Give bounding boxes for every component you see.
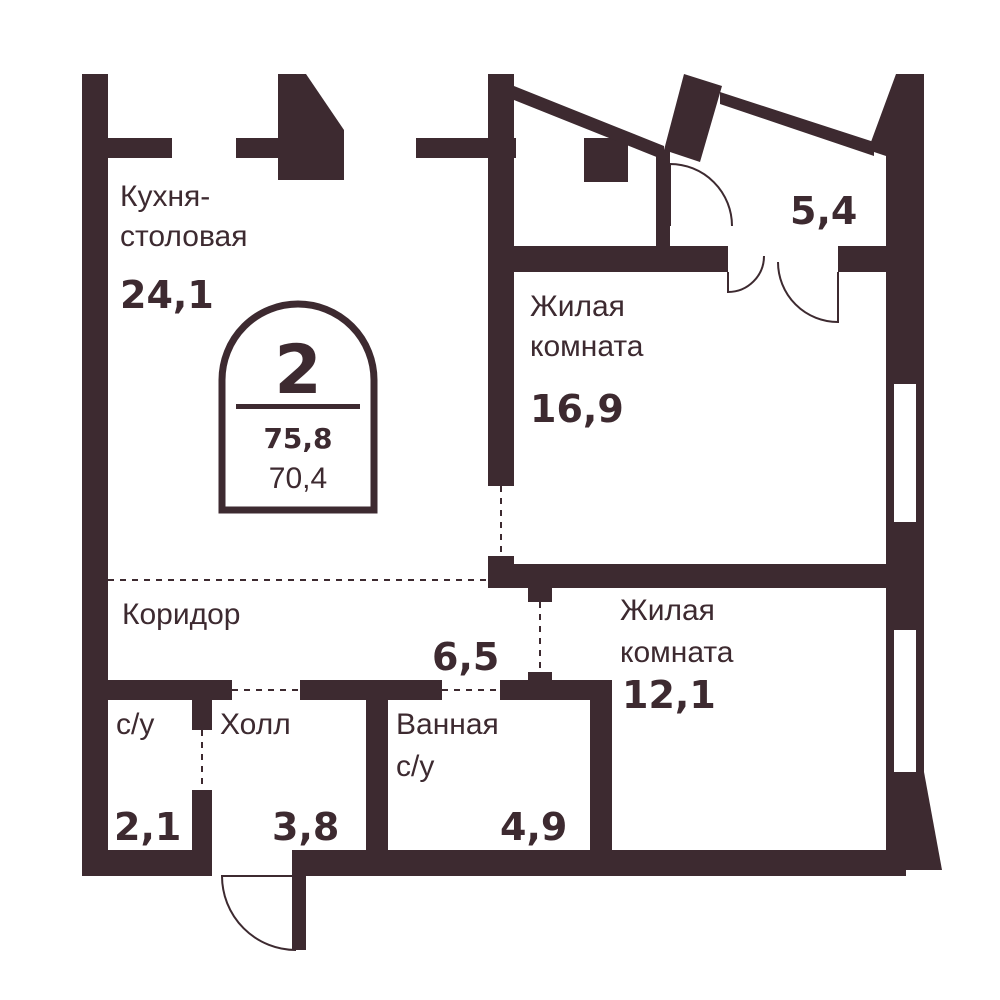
corridor-name: Коридор [122, 598, 240, 631]
bathroom-area: 4,9 [500, 805, 567, 849]
door-living1-right-arc [777, 261, 839, 324]
badge-frame [218, 300, 378, 514]
badge-rooms-count: 2 [274, 331, 321, 410]
room-labels: Кухня- столовая 24,1 5,4 Жилая комната 1… [114, 180, 857, 849]
balcony-area: 5,4 [790, 189, 857, 233]
bathroom-name-line1: Ванная [396, 708, 499, 741]
wall-right-window1 [886, 384, 894, 522]
wall-living1-living2-long [488, 564, 896, 588]
badge-total-area: 75,8 [263, 422, 332, 455]
wall-right-bottom [886, 772, 942, 870]
living1-name-line1: Жилая [530, 290, 625, 323]
living1-name-line2: комната [530, 330, 644, 363]
dashed-separators [108, 486, 541, 790]
badge-divider [236, 404, 360, 409]
wall-loggia-divider [656, 150, 670, 270]
wall-slant-right [720, 92, 874, 156]
wall-hall-bath [366, 680, 388, 876]
wall-corridor-stub [528, 672, 552, 692]
wc-area: 2,1 [114, 805, 181, 849]
kitchen-name-line2: столовая [120, 220, 248, 253]
apartment-badge: 2 75,8 70,4 [218, 300, 378, 514]
door-living1-left-arc [727, 255, 765, 294]
living2-area: 12,1 [622, 673, 716, 717]
walls [82, 74, 942, 950]
wc-name: с/у [116, 708, 154, 741]
wall-door-jamb [292, 850, 306, 950]
wall-left-outer [82, 74, 108, 876]
wall-right-top [868, 74, 924, 384]
wall-bath-living2 [590, 680, 612, 876]
doors [220, 162, 839, 951]
wall-wc-hall-top [192, 680, 212, 730]
hall-area: 3,8 [272, 805, 339, 849]
wall-living2-stub [528, 580, 552, 602]
wall-bottom-right [302, 850, 906, 876]
wall-kitchen-living1 [488, 74, 514, 486]
wall-loggia-bottom-left [488, 246, 728, 272]
kitchen-name-line1: Кухня- [120, 180, 210, 213]
living1-area: 16,9 [530, 387, 624, 431]
wall-right-window2-b [916, 630, 924, 772]
living2-name-line1: Жилая [620, 594, 715, 627]
hall-name: Холл [220, 708, 291, 741]
wall-bottom-left [82, 850, 212, 876]
corridor-area: 6,5 [432, 635, 499, 679]
door-balcony-arc [669, 162, 733, 227]
badge-living-area: 70,4 [269, 462, 327, 495]
wall-corridor-right [500, 680, 610, 700]
wall-slant-left [514, 86, 664, 160]
kitchen-area: 24,1 [120, 273, 214, 317]
wall-column-top [278, 74, 344, 180]
wall-right-window2 [886, 630, 894, 772]
shaft [584, 138, 628, 182]
living2-name-line2: комната [620, 636, 734, 669]
door-entrance-arc [220, 875, 297, 951]
wall-top-left [82, 138, 172, 158]
wall-column-slant [664, 74, 722, 162]
wall-right-window1-b [916, 384, 924, 522]
bathroom-name-line2: с/у [396, 750, 434, 783]
